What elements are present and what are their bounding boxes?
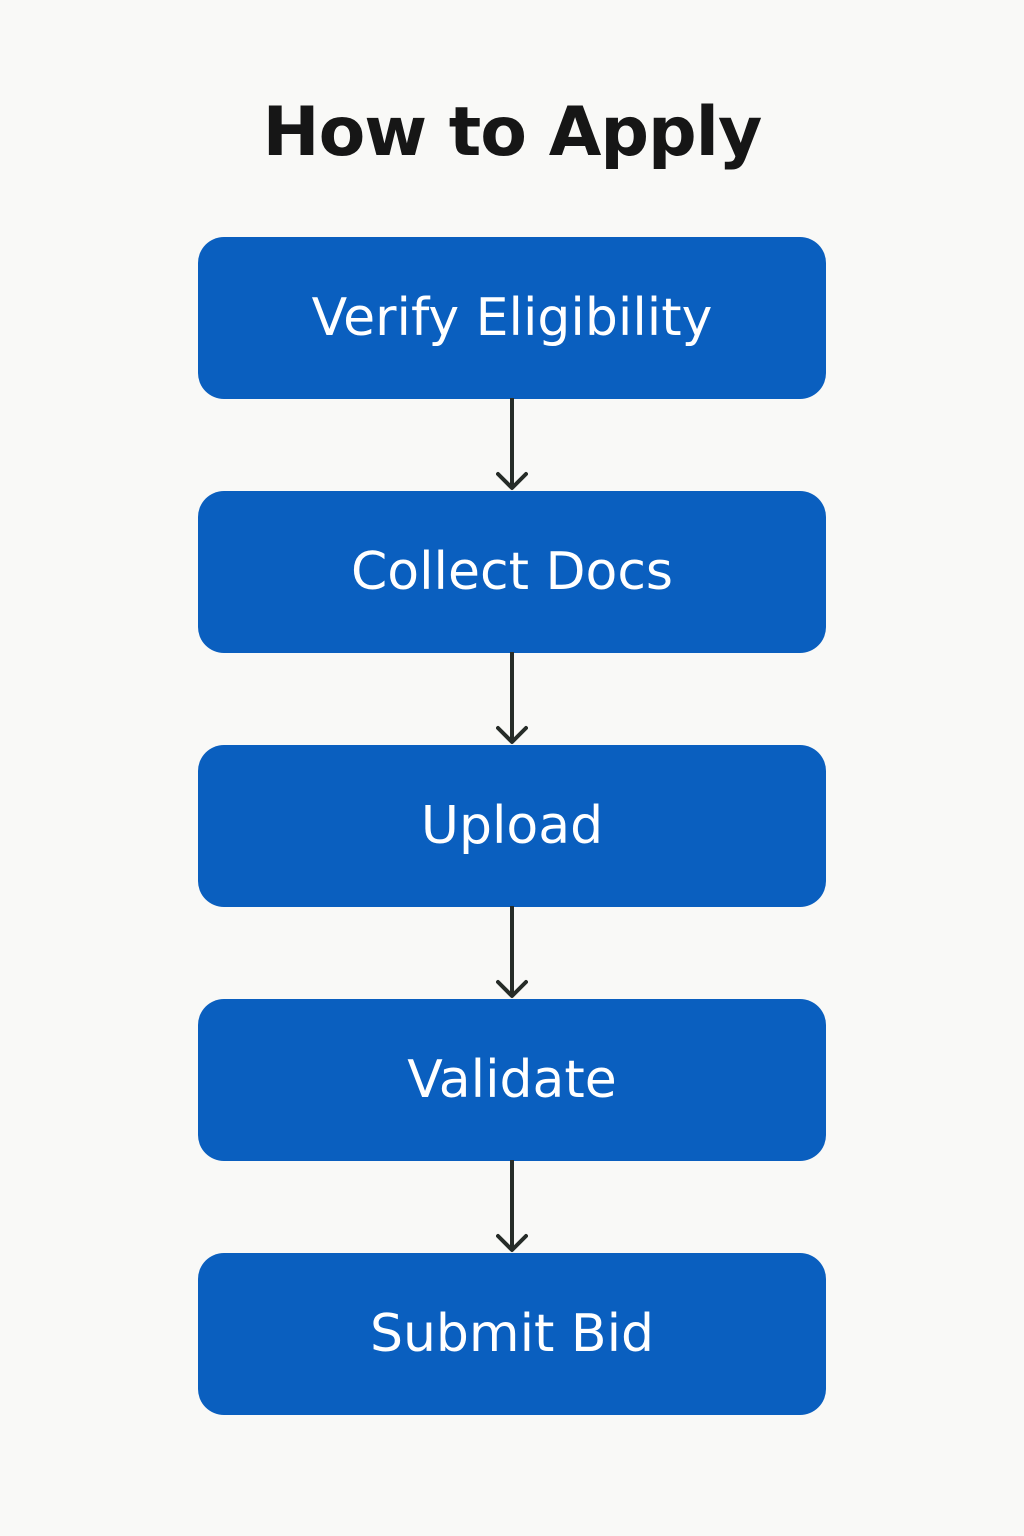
step-label: Verify Eligibility: [311, 288, 713, 348]
step-label: Validate: [407, 1050, 617, 1110]
step-validate: Validate: [198, 999, 826, 1161]
arrow-down-icon: [496, 652, 528, 744]
step-upload: Upload: [198, 745, 826, 907]
arrow-down-icon: [496, 398, 528, 490]
diagram-title: How to Apply: [262, 93, 763, 172]
step-label: Submit Bid: [369, 1304, 655, 1364]
step-verify-eligibility: Verify Eligibility: [198, 237, 826, 399]
step-label: Collect Docs: [350, 542, 674, 602]
step-label: Upload: [420, 796, 604, 856]
arrow-down-icon: [496, 906, 528, 998]
step-collect-docs: Collect Docs: [198, 491, 826, 653]
arrow-down-icon: [496, 1160, 528, 1252]
step-submit-bid: Submit Bid: [198, 1253, 826, 1415]
